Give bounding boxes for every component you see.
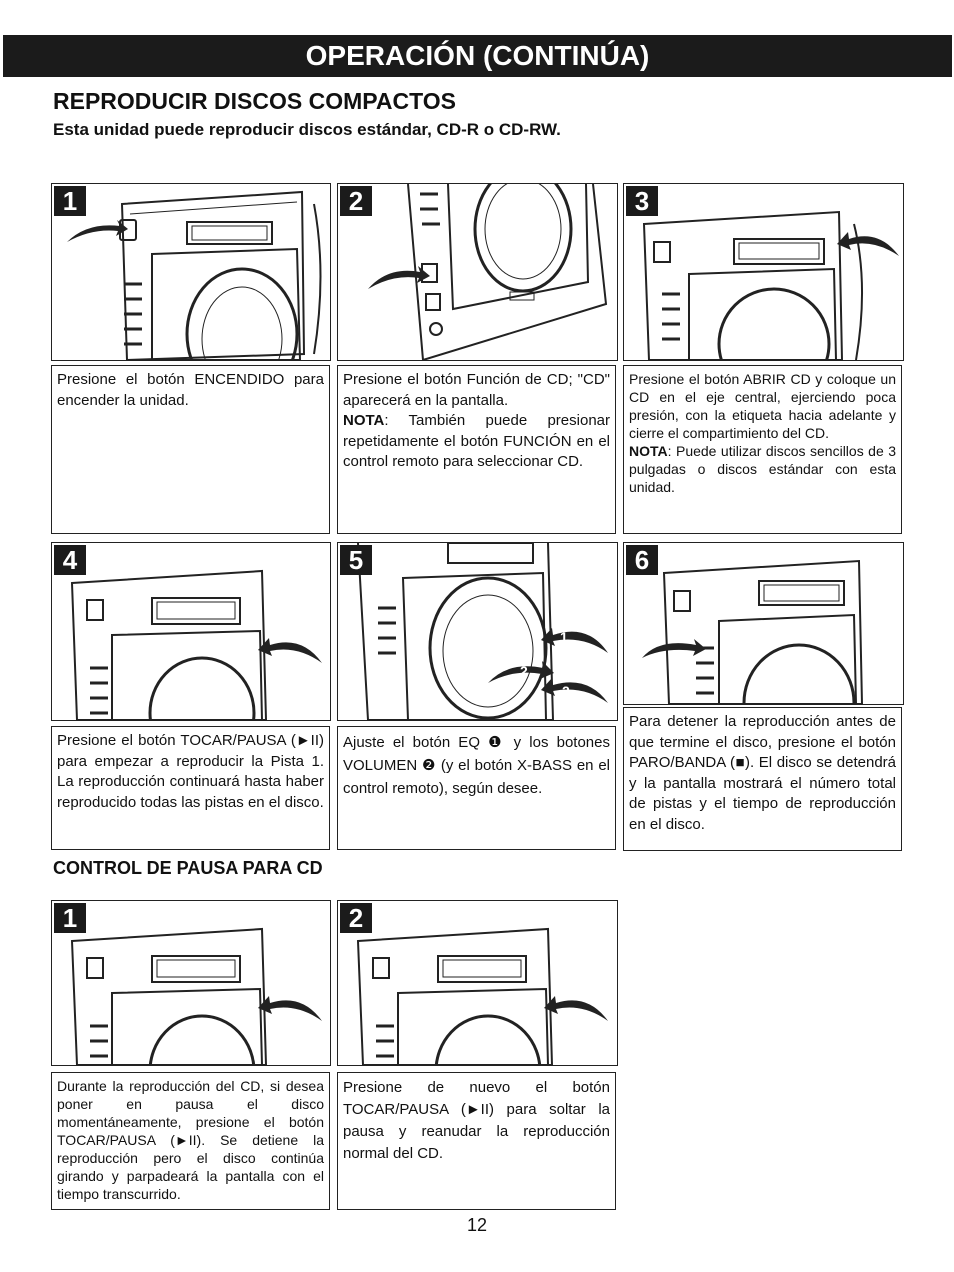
step-2-text: Presione el botón Función de CD; "CD" ap… <box>337 365 616 534</box>
stereo-illustration <box>70 927 322 1065</box>
stereo-illustration <box>67 190 322 360</box>
stereo-illustration <box>368 184 608 360</box>
figure-step-5: 5 1 2 2 <box>337 542 618 721</box>
step-body: Presione el botón ABRIR CD y coloque un … <box>629 371 896 441</box>
step-number: 5 <box>340 545 372 575</box>
step-note: NOTA: También puede presionar repetidame… <box>343 411 610 473</box>
step-body: Presione el botón TOCAR/PAUSA (►II) para… <box>57 732 324 811</box>
figure-pause-step-2: 2 <box>337 900 618 1066</box>
callout-2b: 2 <box>562 683 570 699</box>
section-subtitle: Esta unidad puede reproducir discos está… <box>53 120 561 139</box>
figure-step-6: 6 <box>623 542 904 705</box>
step-number: 6 <box>626 545 658 575</box>
figure-step-4: 4 <box>51 542 331 721</box>
note-text: : También puede presionar repetidamente … <box>343 412 610 470</box>
pause-step-1-text: Durante la reproducción del CD, si desea… <box>51 1072 330 1210</box>
step-6-text: Para detener la reproducción antes de qu… <box>623 707 902 851</box>
figure-step-1: 1 <box>51 183 331 361</box>
step-number: 4 <box>54 545 86 575</box>
step-body: Presione de nuevo el botón TOCAR/PAUSA (… <box>343 1079 610 1162</box>
step-number: 1 <box>54 903 86 933</box>
step-1-text: Presione el botón ENCENDIDO para encende… <box>51 365 330 534</box>
stereo-illustration <box>356 927 608 1065</box>
callout-1: 1 <box>560 629 568 645</box>
step-3-text: Presione el botón ABRIR CD y coloque un … <box>623 365 902 534</box>
figure-step-2: 2 <box>337 183 618 361</box>
stereo-illustration <box>70 569 322 720</box>
step-body: Durante la reproducción del CD, si desea… <box>57 1078 324 1202</box>
page-number: 12 <box>466 1215 488 1235</box>
note-label: NOTA <box>343 412 385 429</box>
stereo-illustration <box>357 543 608 720</box>
step-body: Presione el botón ENCENDIDO para encende… <box>57 371 324 409</box>
step-number: 3 <box>626 186 658 216</box>
figure-pause-step-1: 1 <box>51 900 331 1066</box>
section-title-play-cd: REPRODUCIR DISCOS COMPACTOS <box>53 88 456 114</box>
step-5-text: Ajuste el botón EQ ❶ y los botones VOLUM… <box>337 726 616 850</box>
step-body: Ajuste el botón EQ ❶ y los botones VOLUM… <box>343 734 610 797</box>
note-label: NOTA <box>629 443 668 459</box>
step-note: NOTA: Puede utilizar discos sencillos de… <box>629 442 896 496</box>
pause-step-2-text: Presione de nuevo el botón TOCAR/PAUSA (… <box>337 1072 616 1210</box>
figure-step-3: 3 <box>623 183 904 361</box>
step-number: 2 <box>340 903 372 933</box>
stereo-illustration <box>642 559 864 704</box>
step-number: 1 <box>54 186 86 216</box>
stereo-illustration <box>642 210 899 360</box>
step-body: Para detener la reproducción antes de qu… <box>629 713 896 833</box>
callout-2: 2 <box>520 663 528 679</box>
page-header: OPERACIÓN (CONTINÚA) <box>3 35 952 77</box>
step-number: 2 <box>340 186 372 216</box>
section-title-pause: CONTROL DE PAUSA PARA CD <box>53 858 323 878</box>
step-4-text: Presione el botón TOCAR/PAUSA (►II) para… <box>51 726 330 850</box>
step-body: Presione el botón Función de CD; "CD" ap… <box>343 371 610 409</box>
note-text: : Puede utilizar discos sencillos de 3 p… <box>629 443 896 495</box>
